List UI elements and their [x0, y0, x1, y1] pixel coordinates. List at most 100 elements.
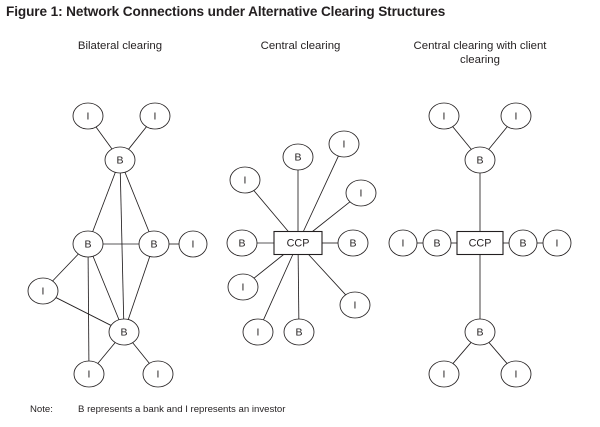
- node-circle-shape: [73, 360, 105, 388]
- node-label: B: [84, 239, 91, 251]
- panel-heading-client: Central clearing with client clearing: [413, 40, 547, 66]
- network-node-i[interactable]: I: [388, 229, 418, 257]
- node-circle-shape: [227, 273, 259, 301]
- node-circle-shape: [226, 229, 258, 257]
- network-node-b[interactable]: B: [104, 146, 136, 174]
- node-circle-shape: [72, 230, 104, 258]
- node-label: I: [556, 238, 559, 250]
- network-node-b[interactable]: B: [422, 229, 452, 257]
- network-node-i[interactable]: I: [178, 230, 208, 258]
- node-label: I: [42, 286, 45, 298]
- network-node-i[interactable]: I: [139, 102, 171, 130]
- node-label: I: [87, 111, 90, 123]
- network-edge: [55, 297, 112, 326]
- network-node-b[interactable]: B: [464, 318, 496, 346]
- network-edge: [119, 172, 125, 320]
- network-edge: [97, 342, 116, 364]
- node-circle-shape: [139, 102, 171, 130]
- network-node-b[interactable]: B: [337, 229, 369, 257]
- node-circle-shape: [428, 360, 460, 388]
- network-edge: [297, 254, 300, 320]
- node-label: I: [88, 369, 91, 381]
- network-node-b[interactable]: B: [138, 230, 170, 258]
- network-edge: [132, 342, 150, 364]
- node-circle-shape: [345, 179, 377, 207]
- node-circle-shape: [142, 360, 174, 388]
- network-node-b[interactable]: B: [226, 229, 258, 257]
- network-node-i[interactable]: I: [428, 102, 460, 130]
- node-label: I: [343, 139, 346, 151]
- node-circle-shape: [542, 229, 572, 257]
- node-label: B: [294, 152, 301, 164]
- node-label: B: [433, 238, 440, 250]
- node-circle-shape: [108, 318, 140, 346]
- network-node-i[interactable]: I: [227, 273, 259, 301]
- network-node-b[interactable]: B: [72, 230, 104, 258]
- network-node-b[interactable]: B: [108, 318, 140, 346]
- node-circle-shape: [27, 277, 59, 305]
- network-node-i[interactable]: I: [500, 360, 532, 388]
- network-node-i[interactable]: I: [328, 130, 360, 158]
- node-circle-shape: [337, 229, 369, 257]
- node-circle-shape: [388, 229, 418, 257]
- ccp-box-shape: [273, 230, 323, 256]
- network-edge: [52, 253, 79, 282]
- node-circle-shape: [464, 146, 496, 174]
- network-edge: [302, 155, 339, 232]
- network-node-i[interactable]: I: [27, 277, 59, 305]
- node-label: I: [402, 238, 405, 250]
- node-circle-shape: [328, 130, 360, 158]
- node-circle-shape: [500, 360, 532, 388]
- node-label: B: [116, 155, 123, 167]
- network-node-i[interactable]: I: [142, 360, 174, 388]
- network-edge: [95, 126, 113, 150]
- panel-heading-central: Central clearing: [260, 40, 341, 52]
- node-circle-shape: [104, 146, 136, 174]
- node-circle-shape: [242, 318, 274, 346]
- network-node-i[interactable]: I: [500, 102, 532, 130]
- note-text: B represents a bank and I represents an …: [78, 404, 286, 415]
- network-edge: [452, 342, 472, 364]
- node-label: I: [242, 282, 245, 294]
- network-node-b[interactable]: B: [283, 318, 315, 346]
- node-label: B: [476, 155, 483, 167]
- network-node-i[interactable]: I: [542, 229, 572, 257]
- network-node-i[interactable]: I: [242, 318, 274, 346]
- network-node-i[interactable]: I: [73, 360, 105, 388]
- figure-note: Note: B represents a bank and I represent…: [30, 404, 285, 415]
- network-node-ccp[interactable]: CCP: [456, 230, 504, 256]
- network-node-b[interactable]: B: [464, 146, 496, 174]
- node-circle-shape: [428, 102, 460, 130]
- node-circle-shape: [229, 166, 261, 194]
- network-edge: [128, 126, 147, 150]
- node-label: B: [349, 238, 356, 250]
- node-label: I: [354, 300, 357, 312]
- network-node-i[interactable]: I: [229, 166, 261, 194]
- network-node-b[interactable]: B: [282, 143, 314, 171]
- network-node-i[interactable]: I: [345, 179, 377, 207]
- network-node-i[interactable]: I: [339, 291, 371, 319]
- network-edge: [452, 126, 472, 150]
- node-label: B: [476, 327, 483, 339]
- node-label: I: [244, 175, 247, 187]
- network-node-b[interactable]: B: [508, 229, 538, 257]
- node-label: B: [150, 239, 157, 251]
- ccp-box-shape: [456, 230, 504, 256]
- network-node-i[interactable]: I: [72, 102, 104, 130]
- network-node-i[interactable]: I: [428, 360, 460, 388]
- network-edge: [263, 254, 294, 321]
- node-label: I: [192, 239, 195, 251]
- network-edge: [253, 254, 284, 279]
- network-edge: [124, 172, 150, 232]
- node-label: I: [157, 369, 160, 381]
- network-node-ccp[interactable]: CCP: [273, 230, 323, 256]
- network-edge: [253, 190, 289, 232]
- node-circle-shape: [283, 318, 315, 346]
- panel-heading-bilateral: Bilateral clearing: [77, 40, 163, 52]
- node-circle-shape: [500, 102, 532, 130]
- node-label: I: [443, 369, 446, 381]
- node-circle-shape: [508, 229, 538, 257]
- note-label: Note:: [30, 404, 53, 415]
- node-label: I: [154, 111, 157, 123]
